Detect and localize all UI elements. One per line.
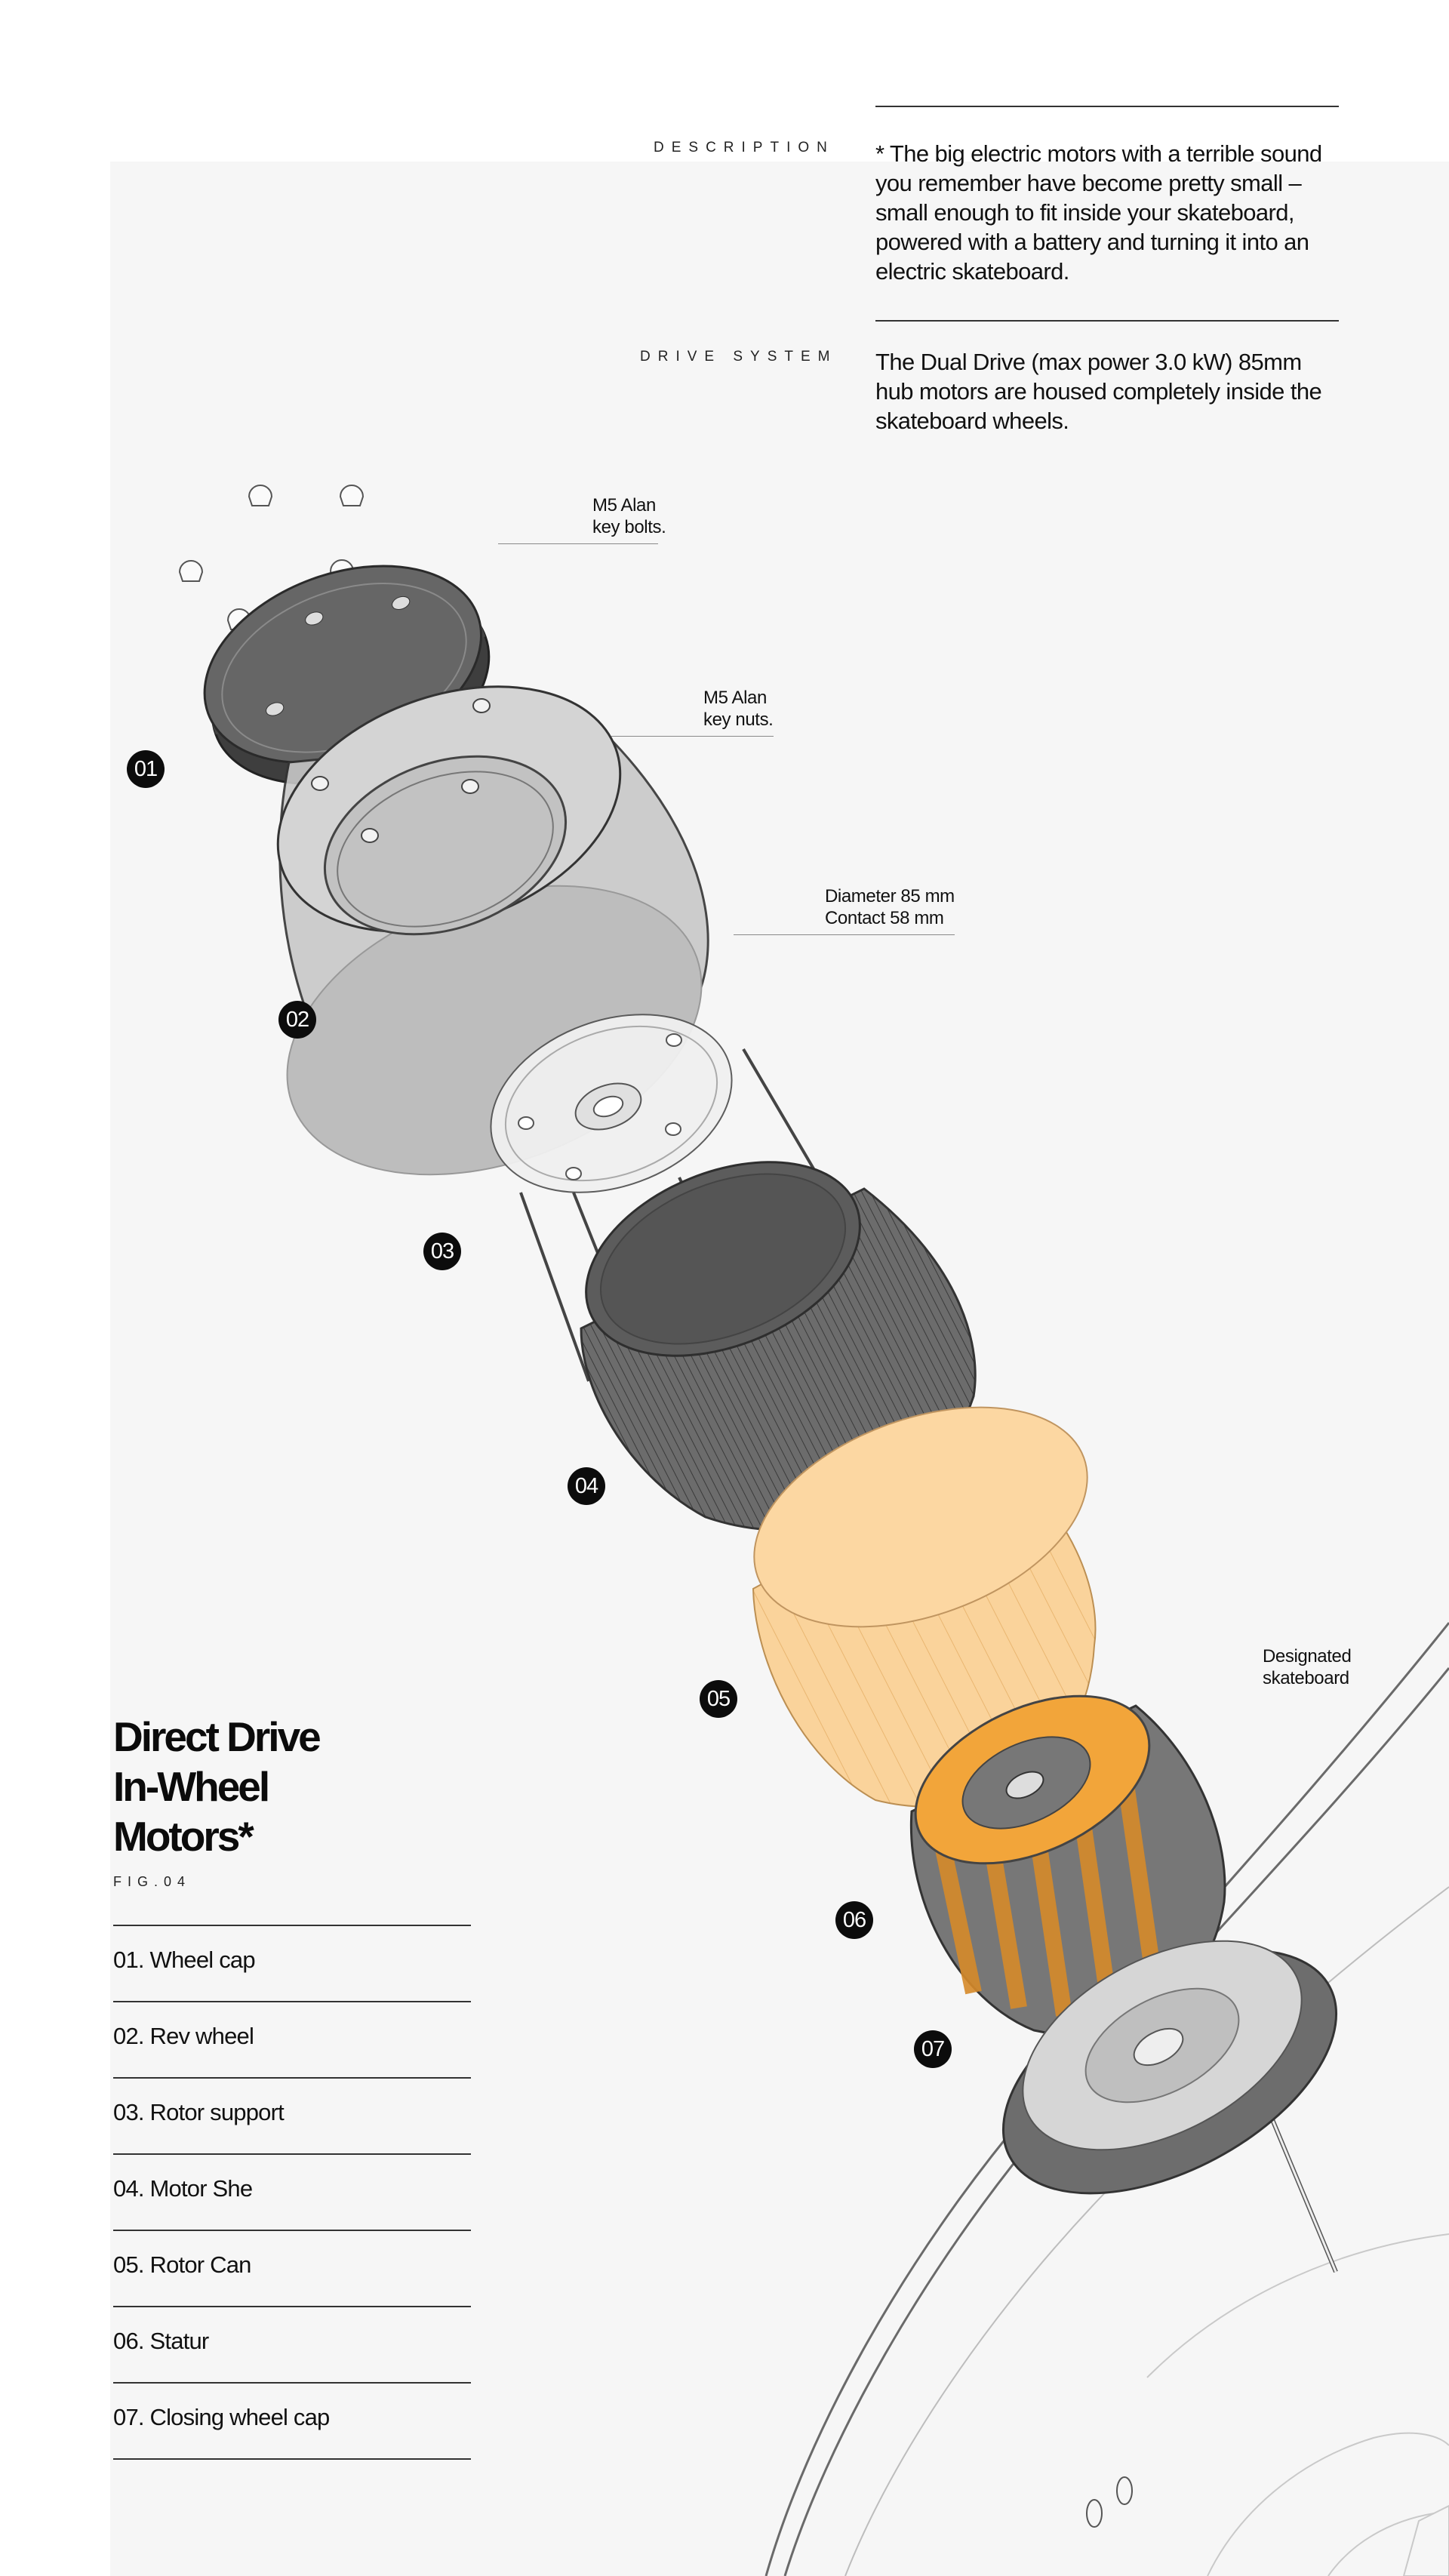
callout-skateboard: Designated skateboard: [1263, 1646, 1352, 1688]
parts-list: 01. Wheel cap 02. Rev wheel 03. Rotor su…: [113, 1925, 471, 2460]
callout-bolts: M5 Alan key bolts.: [592, 495, 666, 537]
stator-part: [909, 1694, 1226, 2036]
list-item: 06. Statur: [113, 2306, 471, 2382]
list-item: 03. Rotor support: [113, 2077, 471, 2153]
title-line-1: Direct Drive: [113, 1713, 321, 1760]
callout-bolts-leader: [498, 543, 658, 544]
closing-wheel-cap-part: [1001, 1940, 1338, 2195]
drive-system-label: DRIVE SYSTEM: [640, 349, 838, 365]
callout-nuts-leader: [611, 736, 774, 737]
description-label: DESCRIPTION: [654, 140, 835, 155]
page-title: Direct Drive In-Wheel Motors*: [113, 1712, 491, 1861]
list-item: 04. Motor She: [113, 2153, 471, 2230]
drive-system-text: The Dual Drive (max power 3.0 kW) 85mm h…: [875, 349, 1322, 434]
list-item: 07. Closing wheel cap: [113, 2382, 471, 2460]
list-item: 02. Rev wheel: [113, 2001, 471, 2077]
drive-system-rule: [875, 320, 1339, 322]
part-badge-02: 02: [278, 1001, 316, 1039]
callout-nuts: M5 Alan key nuts.: [703, 688, 774, 730]
list-item: 01. Wheel cap: [113, 1925, 471, 2001]
part-badge-01: 01: [127, 750, 165, 788]
part-badge-03: 03: [423, 1233, 461, 1270]
part-badge-07: 07: [914, 2030, 952, 2068]
callout-diameter: Diameter 85 mm Contact 58 mm: [825, 886, 955, 928]
list-item: 05. Rotor Can: [113, 2230, 471, 2306]
nut-icon: [311, 698, 491, 843]
part-badge-06: 06: [835, 1901, 873, 1939]
description-text: * The big electric motors with a terribl…: [875, 140, 1322, 285]
part-badge-05: 05: [700, 1680, 737, 1718]
title-line-3: Motors*: [113, 1813, 254, 1860]
callout-diameter-leader: [734, 934, 955, 935]
description-rule: [875, 106, 1339, 107]
part-badge-04: 04: [568, 1467, 605, 1505]
title-line-2: In-Wheel: [113, 1763, 270, 1810]
figure-label: FIG.04: [113, 1874, 192, 1889]
